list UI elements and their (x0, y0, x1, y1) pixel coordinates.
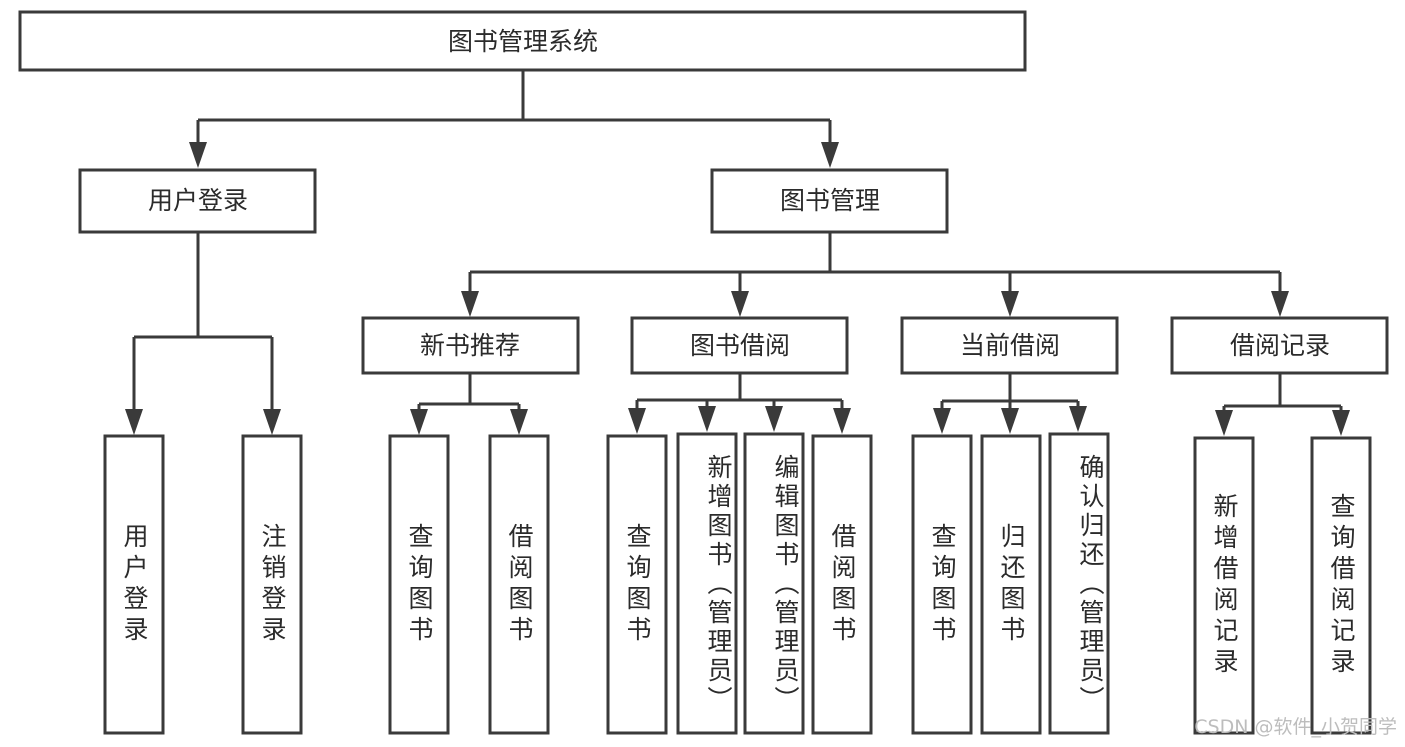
node-new-book-recommend-box[interactable] (361, 316, 580, 375)
leaf-book-borrow-query-box[interactable] (606, 434, 668, 735)
leaf-user-login-logout[interactable] (241, 434, 303, 735)
connector-group-book-borrow (628, 373, 851, 434)
connector-group-new-book (410, 373, 528, 435)
node-new-book-recommend[interactable]: 新书推荐 (361, 316, 580, 375)
arrow-head-book-borrow-leaf2 (698, 406, 716, 432)
leaf-new-book-query[interactable] (388, 434, 450, 735)
leaf-book-borrow-edit-box[interactable] (743, 432, 805, 735)
arrow-head-user-login-leaf1 (125, 409, 143, 435)
arrow-head-current-borrow-leaf2 (1001, 408, 1019, 434)
leaf-book-borrow-lend-box[interactable] (811, 434, 873, 735)
node-current-borrow-label: 当前借阅 (960, 331, 1060, 360)
node-user-login-box[interactable] (78, 168, 317, 234)
arrow-head-book-borrow-leaf1 (628, 408, 646, 434)
node-root-system[interactable]: 图书管理系统 (18, 10, 1027, 72)
arrow-head-new-book-leaf2 (510, 409, 528, 435)
connector-group-current-borrow (933, 373, 1087, 434)
leaf-borrow-record-add[interactable] (1193, 436, 1255, 735)
leaf-borrow-record-query[interactable] (1310, 436, 1372, 735)
node-user-login[interactable]: 用户登录 (78, 168, 317, 234)
leaf-current-borrow-query-box[interactable] (911, 434, 973, 735)
node-borrow-record-box[interactable] (1170, 316, 1389, 375)
node-root-label: 图书管理系统 (448, 27, 598, 56)
arrow-head-book-borrow (731, 291, 749, 317)
arrow-head-current-borrow-leaf1 (933, 408, 951, 434)
node-book-management-box[interactable] (710, 168, 949, 234)
node-user-login-label: 用户登录 (148, 186, 248, 215)
leaf-current-borrow-confirm-box[interactable] (1048, 432, 1110, 735)
node-root-box[interactable] (18, 10, 1027, 72)
leaf-user-login-logout-box[interactable] (241, 434, 303, 735)
leaf-book-borrow-lend[interactable] (811, 434, 873, 735)
connector-group-user-login (125, 232, 281, 435)
connector-group-book-mgmt (461, 232, 1289, 317)
arrow-head-user-login (189, 142, 207, 168)
arrow-head-borrow-record-leaf2 (1332, 410, 1350, 436)
arrow-head-borrow-record-leaf1 (1215, 410, 1233, 436)
connector-group-borrow-record (1215, 373, 1350, 436)
arrow-head-user-login-leaf2 (263, 409, 281, 435)
leaf-current-borrow-return-box[interactable] (980, 434, 1042, 735)
leaf-user-login-login-box[interactable] (103, 434, 165, 735)
leaf-current-borrow-confirm[interactable] (1048, 432, 1110, 735)
arrow-head-new-book (461, 291, 479, 317)
leaf-current-borrow-query[interactable] (911, 434, 973, 735)
node-new-book-recommend-label: 新书推荐 (420, 331, 520, 360)
leaf-new-book-borrow-box[interactable] (488, 434, 550, 735)
watermark-label: CSDN @软件_小贺同学 (1194, 716, 1397, 738)
leaf-book-borrow-add-box[interactable] (676, 432, 738, 735)
leaf-borrow-record-query-box[interactable] (1310, 436, 1372, 735)
node-borrow-record[interactable]: 借阅记录 (1170, 316, 1389, 375)
node-book-borrow-box[interactable] (630, 316, 849, 375)
leaf-book-borrow-add[interactable] (676, 432, 738, 735)
leaf-book-borrow-query[interactable] (606, 434, 668, 735)
node-book-management[interactable]: 图书管理 (710, 168, 949, 234)
leaf-new-book-query-box[interactable] (388, 434, 450, 735)
arrow-head-current-borrow (1001, 291, 1019, 317)
node-current-borrow[interactable]: 当前借阅 (900, 316, 1119, 375)
node-borrow-record-label: 借阅记录 (1230, 331, 1330, 360)
connector-group-root (189, 70, 839, 168)
arrow-head-new-book-leaf1 (410, 409, 428, 435)
leaf-current-borrow-return[interactable] (980, 434, 1042, 735)
node-current-borrow-box[interactable] (900, 316, 1119, 375)
leaf-new-book-borrow[interactable] (488, 434, 550, 735)
arrow-head-borrow-record (1271, 291, 1289, 317)
arrow-head-book-borrow-leaf4 (833, 408, 851, 434)
leaf-borrow-record-add-box[interactable] (1193, 436, 1255, 735)
node-book-borrow-label: 图书借阅 (690, 331, 790, 360)
leaf-user-login-login[interactable] (103, 434, 165, 735)
leaf-book-borrow-edit[interactable] (743, 432, 805, 735)
node-book-borrow[interactable]: 图书借阅 (630, 316, 849, 375)
arrow-head-book-mgmt (821, 142, 839, 168)
node-book-management-label: 图书管理 (780, 186, 880, 215)
arrow-head-book-borrow-leaf3 (765, 406, 783, 432)
arrow-head-current-borrow-leaf3 (1069, 406, 1087, 432)
